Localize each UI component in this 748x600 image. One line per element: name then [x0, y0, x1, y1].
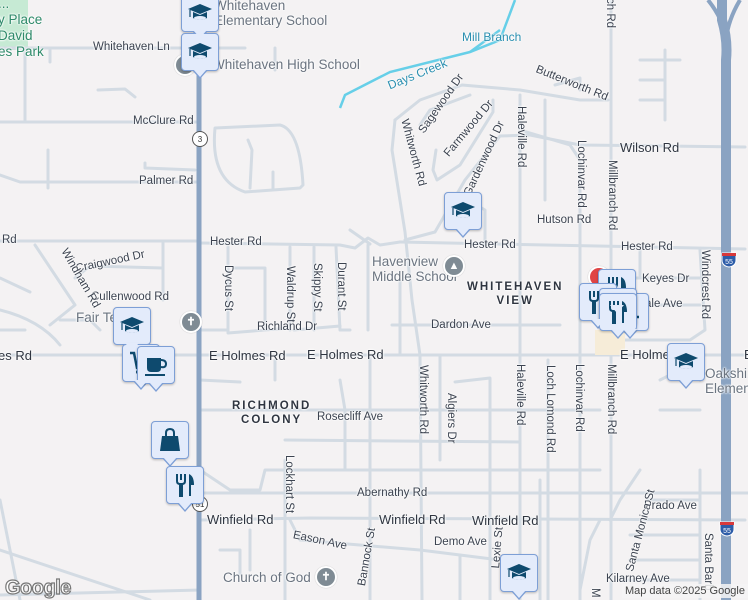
- street-whitworth-rd: Whitworth Rd: [417, 365, 429, 435]
- neighborhood-whitehaven-view: WHITEHAVEN VIEW: [467, 280, 563, 308]
- church-pin-icon[interactable]: ✝: [315, 566, 337, 588]
- street-durant-st: Durant St: [335, 262, 347, 311]
- street-e-holmes-rd: E: [744, 348, 748, 361]
- restaurant-icon: [176, 474, 194, 497]
- poi-havenview-middle[interactable]: Havenview Middle School: [372, 254, 457, 284]
- shopping-bag-icon: [160, 427, 180, 451]
- street-winfield-rd: Winfield Rd: [379, 512, 446, 527]
- street-wilson-rd: Wilson Rd: [620, 140, 680, 155]
- poi-label-line: Elementary: [705, 381, 748, 396]
- street-dardon-ave: Dardon Ave: [431, 319, 491, 331]
- poi-whitehaven-high[interactable]: Whitehaven High School: [212, 57, 360, 72]
- restaurant-marker[interactable]: [166, 466, 204, 512]
- park-label-line: ...: [0, 0, 10, 11]
- state-route-3-shield: 3: [192, 131, 208, 147]
- poi-label-line: Oakshire: [705, 366, 748, 381]
- cafe-marker[interactable]: [137, 346, 175, 392]
- street-millbranch-rd: Millbranch Rd: [606, 160, 618, 231]
- street-keyes-dr: Keyes Dr: [642, 273, 690, 285]
- street-loch-lomond-rd: Loch Lomond Rd: [544, 365, 556, 453]
- street-lochinvar-rd: Lochinvar Rd: [573, 364, 585, 432]
- street-kilarney-ave: Kilarney Ave: [606, 573, 670, 585]
- park-label-line: David: [0, 28, 33, 43]
- street-demo-ave: Demo Ave: [434, 536, 487, 548]
- street-millbranch-rd: M: [589, 588, 601, 598]
- street-algiers-dr: Algiers Dr: [445, 393, 457, 444]
- school-icon: [120, 317, 144, 333]
- street-vale-ave: ale Ave: [645, 298, 683, 310]
- poi-label-line: Middle School: [372, 269, 457, 284]
- neighborhood-line: VIEW: [496, 295, 534, 307]
- svg-text:55: 55: [725, 259, 733, 266]
- street-hester-rd: Hester Rd: [210, 236, 262, 248]
- street-dycus-st: Dycus St: [222, 265, 234, 312]
- poi-label-line: Elementary School: [214, 13, 328, 28]
- street-hutson-rd: Hutson Rd: [537, 214, 592, 226]
- street-holmes-rd-west: es Rd: [0, 348, 32, 363]
- street-windcrest-rd: Windcrest Rd: [699, 250, 711, 320]
- street-e-holmes-rd: E Holmes Rd: [209, 348, 286, 363]
- neighborhood-line: COLONY: [241, 414, 303, 426]
- street-hester-rd: Hester Rd: [621, 241, 673, 253]
- neighborhood-line: WHITEHAVEN: [467, 281, 564, 293]
- street-winfield-rd: Winfield Rd: [472, 513, 539, 528]
- street-e-holmes-rd: E Holmes: [620, 347, 677, 362]
- poi-church-of-god[interactable]: Church of God: [223, 570, 311, 585]
- school-marker[interactable]: [113, 307, 151, 353]
- neighborhood-richmond-colony: RICHMOND COLONY: [232, 399, 311, 427]
- school-icon: [188, 4, 212, 20]
- coffee-cup-icon: [145, 358, 168, 376]
- school-icon: [451, 202, 475, 218]
- park-label: ... y Place David es Park: [0, 0, 44, 60]
- poi-whitehaven-elementary[interactable]: Whitehaven Elementary School: [214, 0, 327, 28]
- street-millbranch-rd: Millbranch Rd: [605, 364, 617, 435]
- street-lochinvar-rd: Lochinvar Rd: [575, 140, 587, 208]
- google-logo[interactable]: Google: [4, 576, 72, 599]
- street-cullenwood-rd: Cullenwood Rd: [91, 291, 169, 303]
- shopping-marker[interactable]: [151, 421, 189, 467]
- neighborhood-line: RICHMOND: [232, 400, 312, 412]
- street-palmer-rd: Palmer Rd: [139, 175, 194, 187]
- street-hester-rd-west: Rd: [2, 234, 17, 246]
- school-marker[interactable]: [181, 0, 219, 40]
- school-pin-icon[interactable]: ▲: [443, 255, 465, 277]
- street-e-holmes-rd: E Holmes Rd: [307, 347, 384, 362]
- park-label-line: y Place: [0, 12, 43, 27]
- street-winfield-rd: Winfield Rd: [207, 512, 274, 527]
- poi-oakshire-elementary[interactable]: Oakshire Elementary: [705, 366, 748, 396]
- street-hester-rd: Hester Rd: [464, 239, 516, 251]
- water-label-mill-branch: Mill Branch: [462, 30, 522, 44]
- street-rosecliff-ave: Rosecliff Ave: [317, 411, 384, 423]
- school-marker[interactable]: [444, 192, 482, 238]
- street-millbranch-rd: ch Rd: [604, 0, 616, 29]
- street-richland-dr: Richland Dr: [257, 321, 318, 333]
- school-icon: [507, 564, 531, 580]
- school-marker[interactable]: [500, 554, 538, 600]
- interstate-55-shield-icon: 55: [721, 252, 737, 268]
- street-skippy-st: Skippy St: [311, 263, 323, 312]
- church-pin-icon[interactable]: ✝: [180, 311, 202, 333]
- street-abernathy-rd: Abernathy Rd: [357, 487, 428, 499]
- svg-text:55: 55: [723, 528, 731, 535]
- map-attribution[interactable]: Map data ©2025 Google: [621, 584, 748, 598]
- school-marker[interactable]: [667, 343, 705, 389]
- poi-label-line: Havenview: [372, 254, 439, 269]
- park-label-line: es Park: [0, 44, 44, 59]
- street-lockhart-st: Lockhart St: [283, 455, 295, 514]
- school-icon: [674, 353, 698, 369]
- school-marker[interactable]: [181, 33, 219, 79]
- poi-label-line: Whitehaven: [214, 0, 286, 13]
- street-waldrup-st: Waldrup St: [284, 266, 296, 323]
- street-santa-barbara: Santa Barb: [702, 533, 714, 591]
- street-prado-ave: Prado Ave: [644, 500, 697, 512]
- street-haleville-rd: Haleville Rd: [514, 364, 526, 426]
- interstate-55-shield-icon: 55: [719, 521, 735, 537]
- school-icon: [188, 43, 212, 59]
- street-whitehaven-ln: Whitehaven Ln: [93, 41, 170, 53]
- street-mcclure-rd: McClure Rd: [133, 115, 194, 127]
- street-haleville-rd: Haleville Rd: [515, 106, 527, 168]
